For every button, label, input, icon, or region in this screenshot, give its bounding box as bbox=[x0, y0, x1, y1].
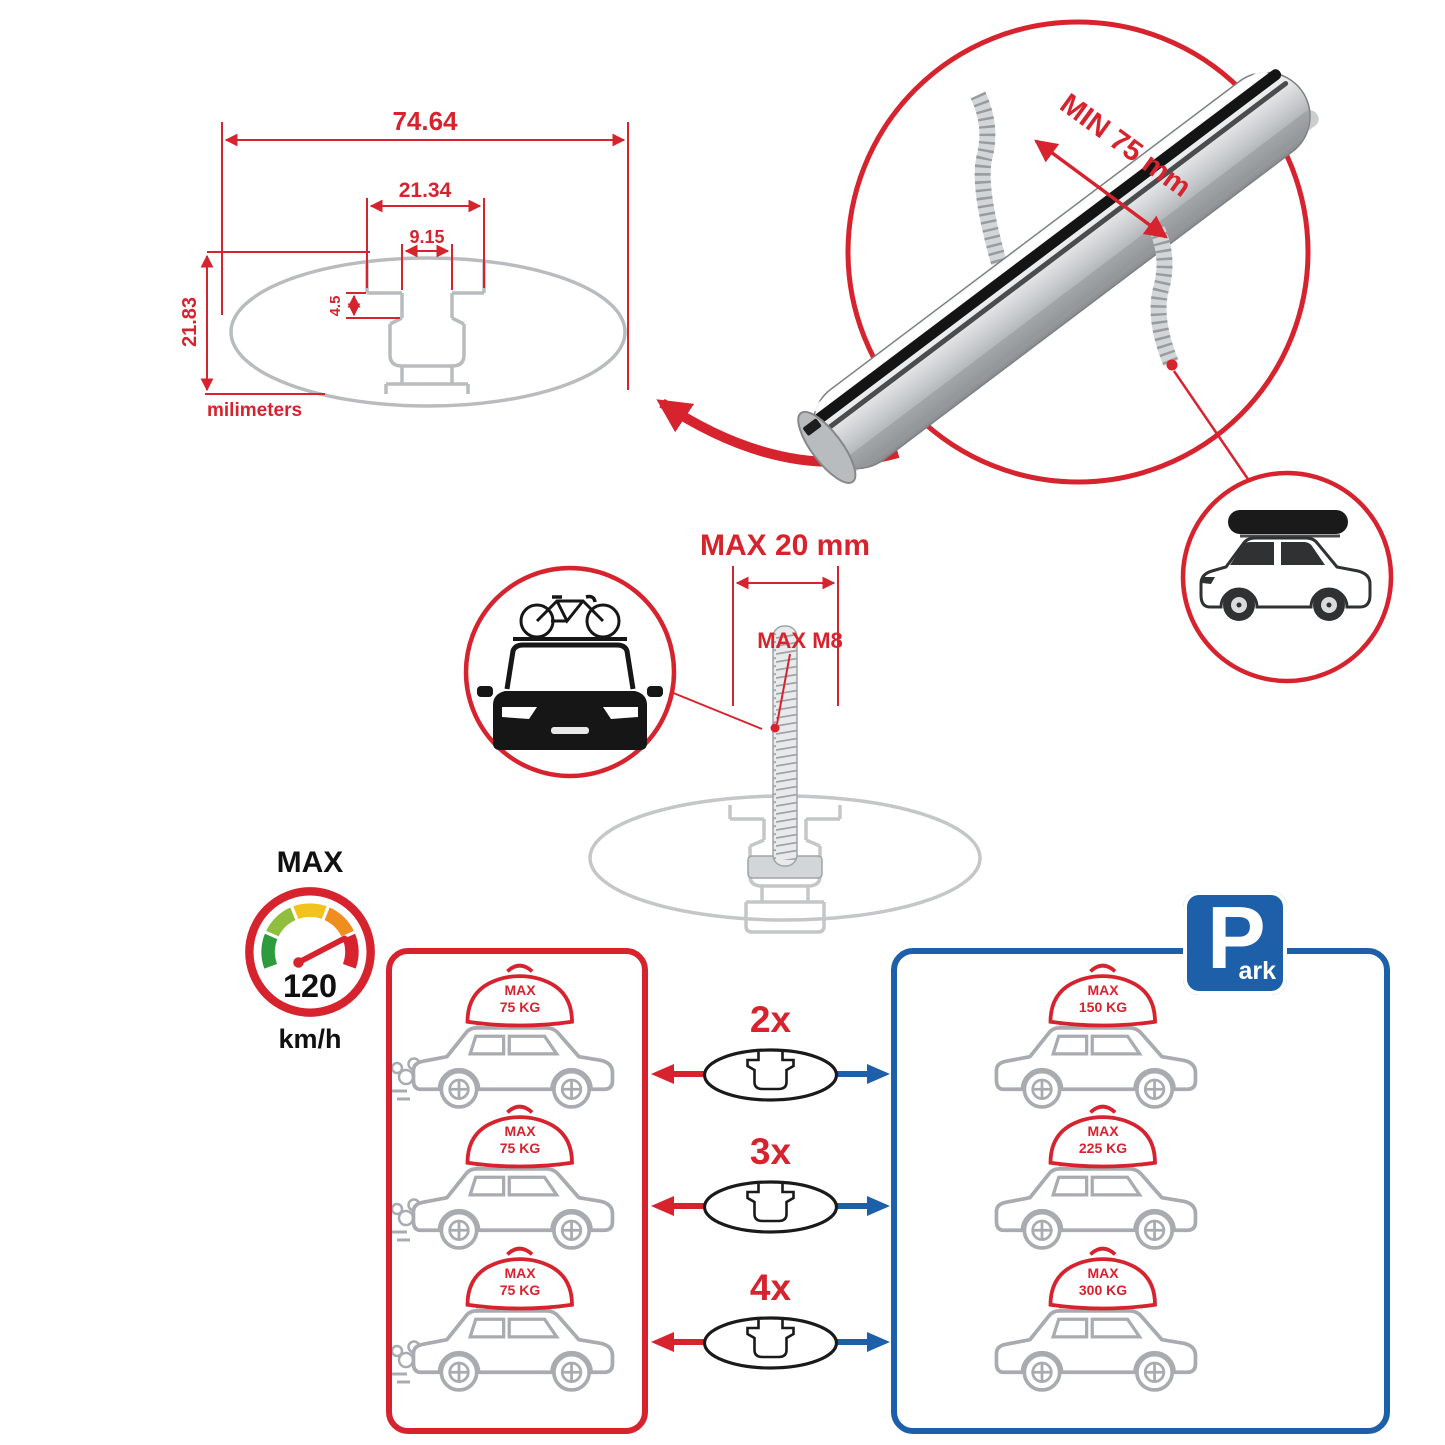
loaded-car: MAX 75 KG bbox=[390, 1096, 642, 1259]
suv-with-roofbox-icon bbox=[1199, 510, 1372, 621]
park-suffix: ark bbox=[1238, 957, 1276, 985]
slot-width-value: 9.15 bbox=[409, 227, 444, 247]
callout-line bbox=[1172, 370, 1254, 486]
crossbar-count-graphic bbox=[651, 1048, 890, 1102]
crossbar-count-row: 4x bbox=[648, 1268, 893, 1379]
profile-dimension-diagram: 74.64 21.34 9.15 4.5 21.83 milimeters bbox=[179, 106, 629, 421]
cargo-max-label: MAX bbox=[1087, 1123, 1119, 1139]
crossbar-count-row: 2x bbox=[648, 1000, 893, 1111]
units-label: milimeters bbox=[207, 400, 302, 421]
total-width-value: 74.64 bbox=[392, 106, 458, 136]
car-front-icon bbox=[477, 642, 663, 750]
cargo-weight-label: 150 KG bbox=[1079, 999, 1127, 1015]
gauge-needle bbox=[293, 935, 348, 967]
min-clearance-arrow bbox=[1034, 139, 1168, 239]
gauge-arc bbox=[261, 903, 359, 969]
parked-capacity-panel bbox=[891, 948, 1390, 1434]
right-arrow-icon bbox=[867, 1196, 890, 1216]
crossbar-count-row: 3x bbox=[648, 1132, 893, 1243]
crossbar-count-graphic bbox=[651, 1180, 890, 1234]
crossbar-cross-section-icon bbox=[229, 256, 627, 408]
strap-icon bbox=[970, 91, 1007, 266]
speed-units-label: km/h bbox=[278, 1024, 342, 1054]
multiplier-label: 3x bbox=[749, 1131, 792, 1172]
loaded-car: MAX 150 KG bbox=[975, 955, 1225, 1118]
multiplier-label: 4x bbox=[749, 1267, 792, 1308]
max-thread-label: MAX M8 bbox=[757, 628, 843, 653]
park-letter: P bbox=[1207, 888, 1266, 987]
right-arrow-icon bbox=[867, 1332, 890, 1352]
suv-icon bbox=[994, 1309, 1198, 1392]
speed-value: 120 bbox=[283, 968, 337, 1004]
crossbar-closeup: MIN 75 mm bbox=[656, 19, 1394, 684]
crossbar-count-graphic bbox=[651, 1316, 890, 1370]
slot-depth-value: 4.5 bbox=[327, 296, 344, 317]
crossbar-profile-icon bbox=[702, 1048, 839, 1102]
bike-icon bbox=[519, 594, 621, 639]
suv-roofbox-circle bbox=[1180, 470, 1394, 684]
loaded-car: MAX 75 KG bbox=[390, 955, 642, 1118]
max-bolt-length-label: MAX 20 mm bbox=[700, 529, 870, 562]
left-arrow-icon bbox=[651, 1196, 674, 1216]
dimension-lines bbox=[200, 122, 629, 395]
bolt-dimension-lines bbox=[665, 566, 839, 730]
loaded-car: MAX 75 KG bbox=[390, 1238, 642, 1401]
crossbar-profile-icon bbox=[702, 1180, 839, 1234]
cargo-max-label: MAX bbox=[1087, 982, 1119, 998]
cargo-weight-label: 75 KG bbox=[500, 1282, 541, 1298]
cargo-weight-label: 75 KG bbox=[500, 999, 541, 1015]
loaded-car: MAX 225 KG bbox=[975, 1096, 1225, 1259]
suv-icon bbox=[994, 1167, 1198, 1250]
callout-dot bbox=[1166, 359, 1178, 371]
crossbar-profile-icon bbox=[702, 1316, 839, 1370]
bolt-spec-diagram: MAX 20 mm MAX M8 bbox=[463, 529, 982, 934]
left-arrow-icon bbox=[651, 1064, 674, 1084]
left-arrow-icon bbox=[651, 1332, 674, 1352]
height-value: 21.83 bbox=[179, 297, 201, 347]
cargo-max-label: MAX bbox=[504, 1123, 536, 1139]
park-sign: P ark bbox=[1183, 888, 1287, 995]
cargo-max-label: MAX bbox=[504, 982, 536, 998]
max-speed-label: MAX bbox=[276, 846, 344, 879]
cargo-weight-label: 75 KG bbox=[500, 1140, 541, 1156]
cargo-weight-label: 225 KG bbox=[1079, 1140, 1127, 1156]
t-bolt-icon bbox=[747, 625, 823, 879]
right-arrow-icon bbox=[867, 1064, 890, 1084]
channel-width-value: 21.34 bbox=[399, 179, 452, 202]
strap-icon-lower bbox=[1148, 223, 1179, 367]
speedometer-icon: 120 bbox=[245, 887, 375, 1017]
suv-icon bbox=[411, 1167, 615, 1250]
cargo-max-label: MAX bbox=[1087, 1265, 1119, 1281]
suv-icon bbox=[411, 1309, 615, 1392]
car-front-bike-circle bbox=[463, 565, 677, 779]
cargo-weight-label: 300 KG bbox=[1079, 1282, 1127, 1298]
multiplier-label: 2x bbox=[749, 999, 792, 1040]
callout-dot bbox=[770, 723, 780, 733]
loaded-car: MAX 300 KG bbox=[975, 1238, 1225, 1401]
driving-capacity-panel bbox=[386, 948, 648, 1434]
cargo-max-label: MAX bbox=[504, 1265, 536, 1281]
